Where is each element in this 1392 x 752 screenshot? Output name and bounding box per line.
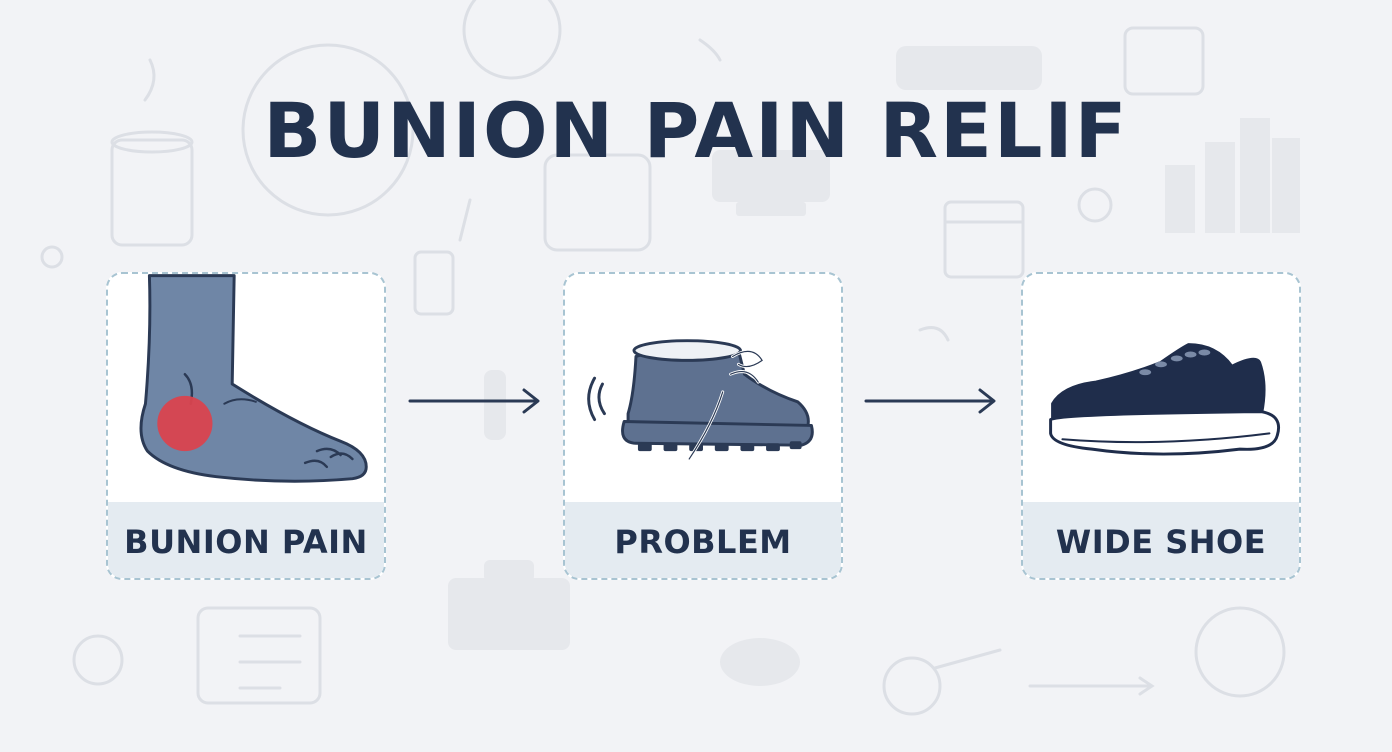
page-title: BUNION PAIN RELIF <box>263 86 1129 175</box>
bg-frame-icon <box>1123 26 1205 96</box>
bg-coin-icon <box>72 634 124 686</box>
bg-circle-icon <box>241 43 415 217</box>
step-card-problem: PROBLEM <box>563 272 843 580</box>
step-label-band: WIDE SHOE <box>1023 502 1299 578</box>
bunion-spot-icon <box>157 395 213 452</box>
bg-circle-icon <box>462 0 562 80</box>
step-label: BUNION PAIN <box>124 523 368 561</box>
foot-with-bunion-icon <box>139 274 368 483</box>
bg-bottle-icon <box>484 370 506 440</box>
step-card-wide-shoe: WIDE SHOE <box>1021 272 1301 580</box>
bg-box-icon <box>543 153 652 252</box>
bg-banner-icon <box>896 46 1042 90</box>
bg-briefcase-icon <box>448 578 570 650</box>
bg-jar-icon <box>110 138 194 247</box>
sneaker-icon <box>1049 343 1281 456</box>
motion-lines-icon <box>587 376 606 422</box>
step-label: WIDE SHOE <box>1055 523 1267 561</box>
bg-monitor-icon <box>712 150 830 202</box>
bg-clock-icon <box>1194 606 1286 698</box>
bg-dot-icon <box>1077 187 1113 223</box>
bg-dot-icon <box>40 245 64 269</box>
bg-magnifier-icon <box>882 656 942 716</box>
step-label-band: BUNION PAIN <box>108 502 384 578</box>
step-card-bunion-pain: BUNION PAIN <box>106 272 386 580</box>
narrow-boot-icon <box>587 339 814 461</box>
arrow-right-icon <box>864 388 996 414</box>
arrow-right-icon <box>408 388 540 414</box>
step-label: PROBLEM <box>614 523 792 561</box>
bg-phone-icon <box>413 250 455 316</box>
step-label-band: PROBLEM <box>565 502 841 578</box>
bg-bar-chart-icon <box>1165 165 1195 233</box>
bg-jar-lid-icon <box>110 130 194 154</box>
bg-blob-icon <box>720 638 800 686</box>
bg-checklist-icon <box>196 606 322 705</box>
bg-calendar-icon <box>943 200 1025 279</box>
